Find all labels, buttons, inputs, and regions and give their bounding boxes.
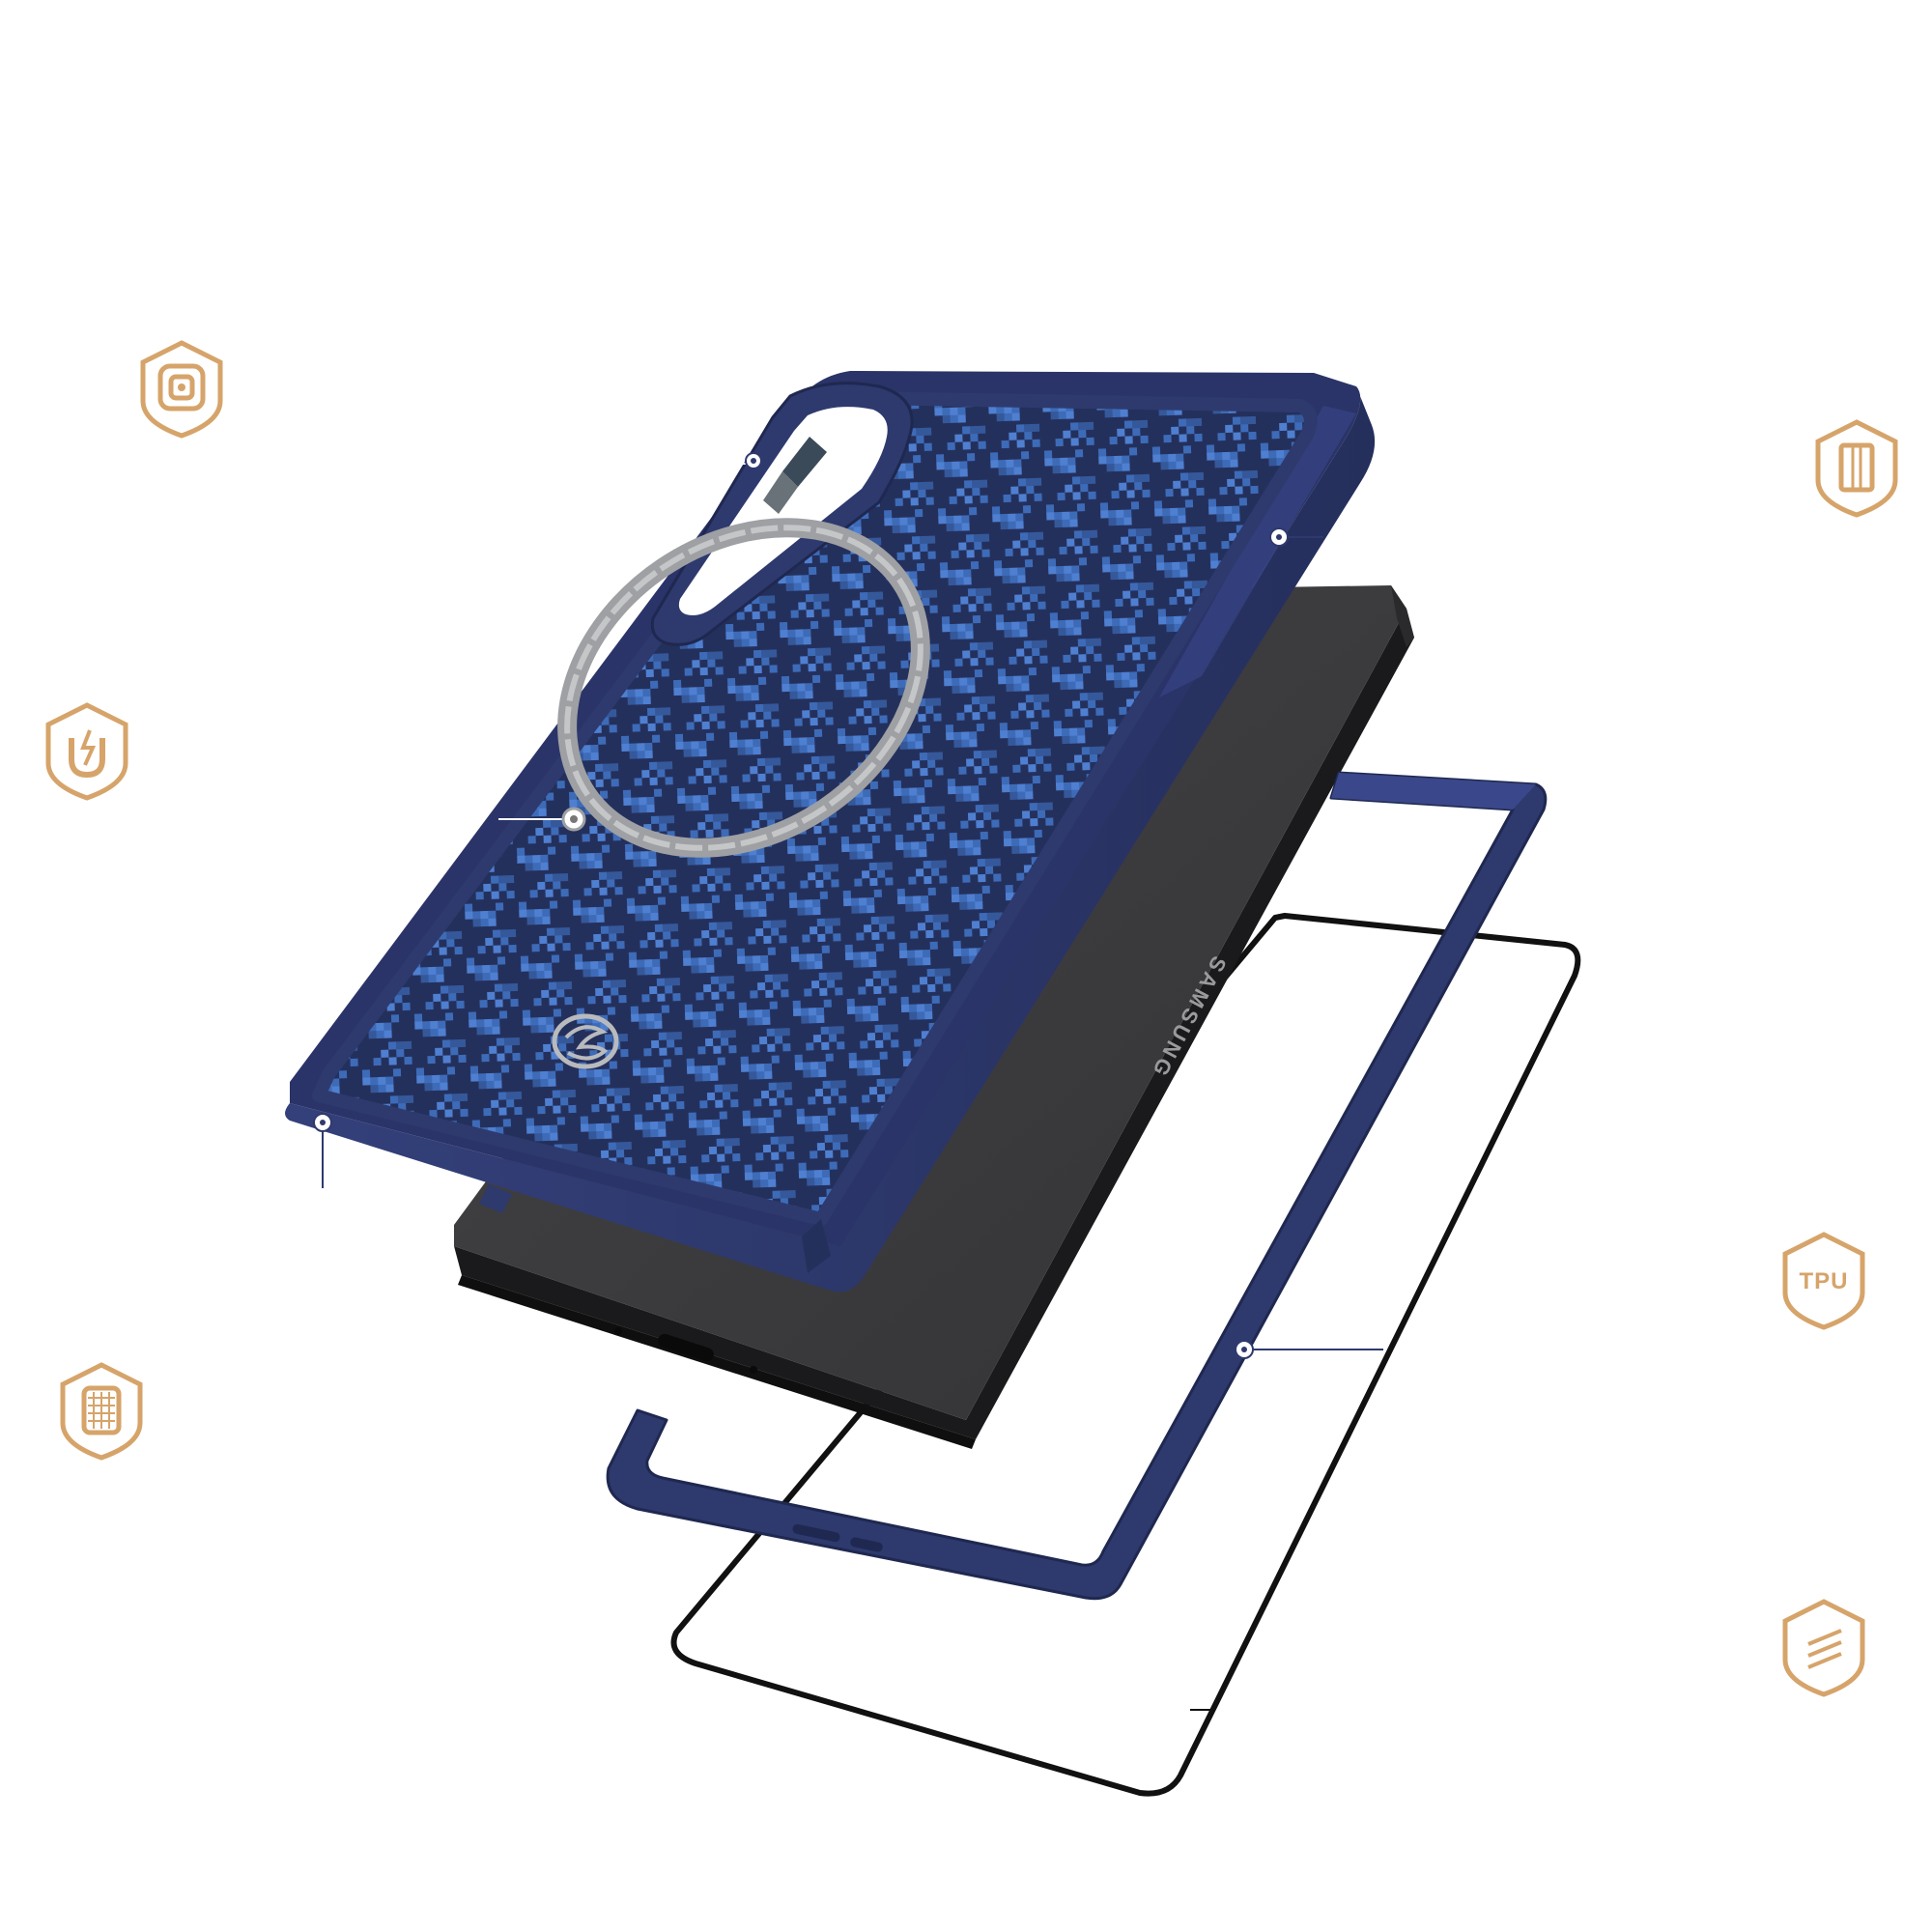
bumper-frame [606,771,1548,1601]
hinge-protection-icon [1815,419,1898,518]
scratch-resistant-icon [1782,1599,1865,1697]
screen-protector [670,913,1581,1797]
tpu-label: TPU [1800,1268,1849,1294]
tpu-icon: TPU [1782,1232,1865,1330]
callout-magnet [498,807,586,832]
callout-tpu [1235,1340,1383,1359]
camera-protection-icon [140,340,223,439]
magnetic-icon [45,702,128,801]
callout-camera [734,452,762,469]
back-case [285,371,1376,1293]
callout-weave [313,1113,332,1188]
magnetic-ring [557,518,930,858]
brand-logo [552,1013,619,1069]
callout-hinge [1269,527,1323,547]
aramid-fiber-icon [60,1362,143,1461]
